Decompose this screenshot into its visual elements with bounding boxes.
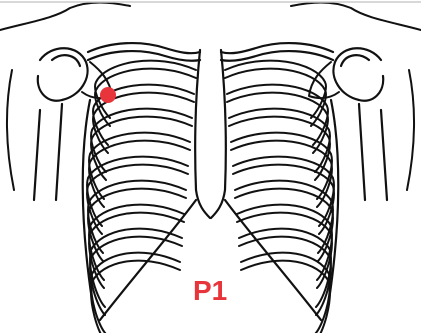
point-label-p1: P1 (193, 275, 227, 306)
rib-right-7-lower-edge (237, 213, 332, 288)
rib-left-6-lower-edge (88, 189, 186, 261)
electrode-point-p1 (100, 87, 116, 103)
rib-right-6-lower-edge (235, 189, 333, 261)
rib-right-9-lower-edge (241, 261, 330, 333)
ribs-right (225, 61, 334, 333)
rib-cage-sides (83, 100, 339, 300)
torso-outline (0, 2, 421, 190)
sternum (195, 50, 226, 218)
clavicles (88, 43, 333, 61)
rib-left-9-lower-edge (91, 261, 180, 333)
rib-left-7-lower-edge (89, 213, 184, 288)
scapulae (82, 62, 339, 98)
